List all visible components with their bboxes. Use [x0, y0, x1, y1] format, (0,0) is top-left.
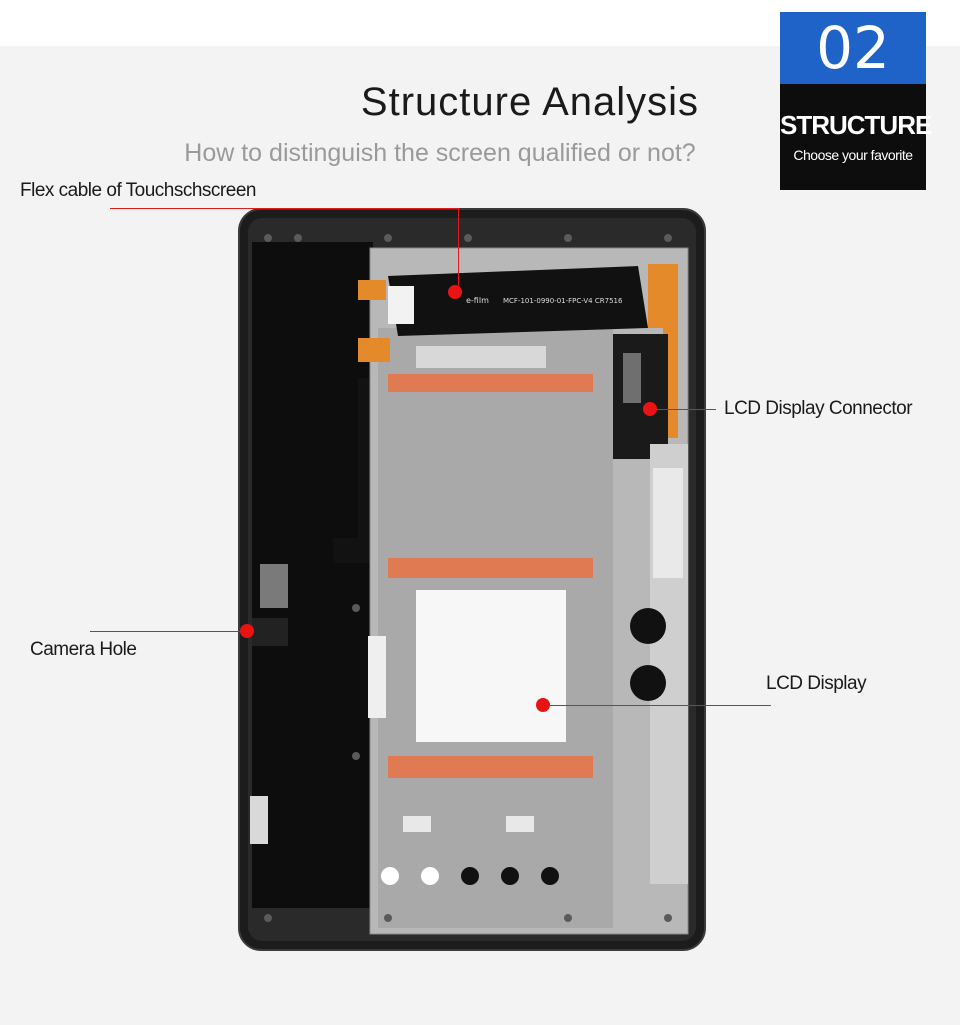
flex-tab-white: [388, 286, 414, 324]
lcd-connector-pins: [623, 353, 641, 403]
badge-main-text: STRUCTURE: [780, 110, 932, 140]
callout-label-camera-hole: Camera Hole: [30, 639, 137, 660]
bottom-hole-3: [461, 867, 479, 885]
camera-socket: [252, 618, 288, 646]
flex-code-text: MCF-101-0990-01-FPC-V4 CR7516: [503, 297, 623, 305]
left-sticker: [250, 796, 268, 844]
left-bracket: [252, 242, 373, 908]
badge-sub-text: Choose your favorite: [793, 147, 913, 163]
lcd-assembly-image: e-film MCF-101-0990-01-FPC-V4 CR7516: [238, 208, 706, 951]
callout-label-lcd-connector: LCD Display Connector: [724, 398, 913, 419]
tape-strip-3: [388, 756, 593, 778]
callout-dot-camera-hole: [240, 624, 254, 638]
callout-dot-flex-cable: [448, 285, 462, 299]
bottom-hole-4: [501, 867, 519, 885]
callout-label-lcd-display: LCD Display: [766, 673, 867, 694]
callout-vline-flex-cable: [458, 208, 459, 292]
bottom-tab-1: [403, 816, 431, 832]
section-badge: 02 STRUCTURE Choose your favorite: [780, 12, 932, 190]
callout-line-lcd-connector: [650, 409, 716, 410]
bottom-tab-2: [506, 816, 534, 832]
center-white-label: [416, 590, 566, 742]
flex-connector-2: [358, 338, 390, 362]
callout-line-lcd-display: [543, 705, 771, 706]
flex-brand-text: e-film: [466, 296, 489, 305]
left-white-tab: [368, 636, 386, 718]
badge-text-box: STRUCTURE Choose your favorite: [780, 84, 932, 190]
screws: [264, 234, 672, 922]
callout-dot-lcd-connector: [643, 402, 657, 416]
badge-number: 02: [780, 12, 926, 84]
flex-connector-1: [358, 280, 386, 300]
tape-strip-1: [388, 374, 593, 392]
right-barcode-label: [653, 468, 683, 578]
bottom-hole-5: [541, 867, 559, 885]
bottom-hole-1: [381, 867, 399, 885]
callout-dot-lcd-display: [536, 698, 550, 712]
touch-flex-cable: [388, 266, 648, 336]
tape-strip-2: [388, 558, 593, 578]
rail-hole-1: [630, 608, 666, 644]
top-label: [416, 346, 546, 368]
bottom-hole-2: [421, 867, 439, 885]
callout-line-flex-cable: [110, 208, 458, 209]
callout-line-camera-hole: [90, 631, 247, 632]
camera-bracket: [260, 564, 288, 608]
callout-label-flex-cable: Flex cable of Touchschscreen: [20, 180, 256, 201]
left-bracket-step: [333, 378, 373, 563]
page-subtitle: How to distinguish the screen qualified …: [184, 139, 696, 167]
page-title: Structure Analysis: [360, 80, 700, 124]
rail-hole-2: [630, 665, 666, 701]
